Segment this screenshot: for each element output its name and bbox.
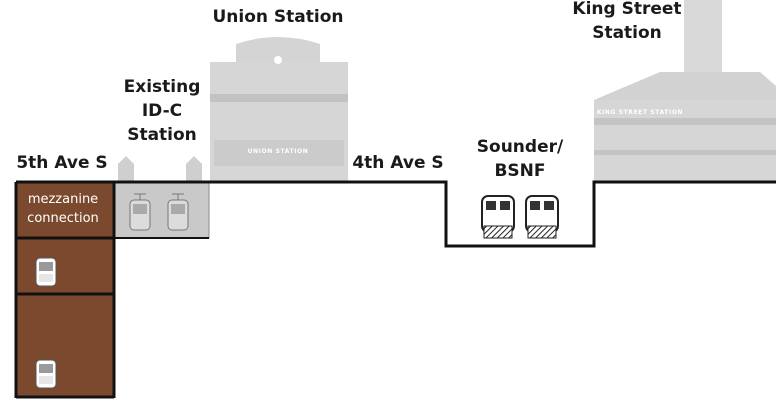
idc-entrance-right	[186, 156, 202, 182]
sounder-train-icon	[481, 195, 515, 239]
existing-idc-label-line2: ID-C	[142, 101, 182, 121]
light-rail-train-icon	[35, 359, 57, 389]
idc-train-icon	[129, 193, 151, 231]
platform-level-2	[16, 294, 114, 396]
idc-entrances	[118, 156, 202, 182]
idc-entrance-left	[118, 156, 134, 182]
light-rail-train-icon	[35, 257, 57, 287]
existing-idc-label-line1: Existing	[124, 77, 201, 97]
union-station-label: Union Station	[212, 7, 343, 27]
union-station-sign: UNION STATION	[248, 148, 309, 155]
fifth-ave-label: 5th Ave S	[16, 153, 107, 173]
sounder-label-line1: Sounder/	[477, 137, 564, 157]
new-station-shaft	[14, 182, 209, 399]
king-street-sign: KING STREET STATION	[597, 109, 683, 116]
sounder-train-icon	[525, 195, 559, 239]
union-station-band	[210, 94, 348, 102]
existing-idc-label-line3: Station	[127, 125, 197, 145]
union-station-pediment	[236, 37, 320, 68]
king-street-station-label-line2: Station	[592, 23, 662, 43]
union-station-clock-icon	[274, 56, 282, 64]
union-station-building: UNION STATION	[210, 37, 348, 182]
idc-station-box	[113, 181, 210, 239]
union-station-entry-band	[214, 140, 344, 166]
ground-line	[16, 180, 776, 248]
mezzanine-level	[16, 182, 114, 238]
platform-level-1	[16, 238, 114, 294]
king-street-stripe	[594, 118, 776, 125]
fourth-ave-label: 4th Ave S	[352, 153, 443, 173]
sounder-label-line2: BSNF	[494, 161, 545, 181]
king-street-station-building: KING STREET STATION	[594, 0, 776, 182]
king-street-roof	[594, 72, 776, 100]
king-street-stripe-lower	[594, 150, 776, 155]
king-street-station-label-line1: King Street	[572, 0, 681, 19]
king-street-facade	[594, 100, 776, 182]
idc-train-icon	[167, 193, 189, 231]
mezzanine-label-line2: connection	[27, 211, 99, 226]
mezzanine-label-line1: mezzanine	[28, 192, 98, 207]
